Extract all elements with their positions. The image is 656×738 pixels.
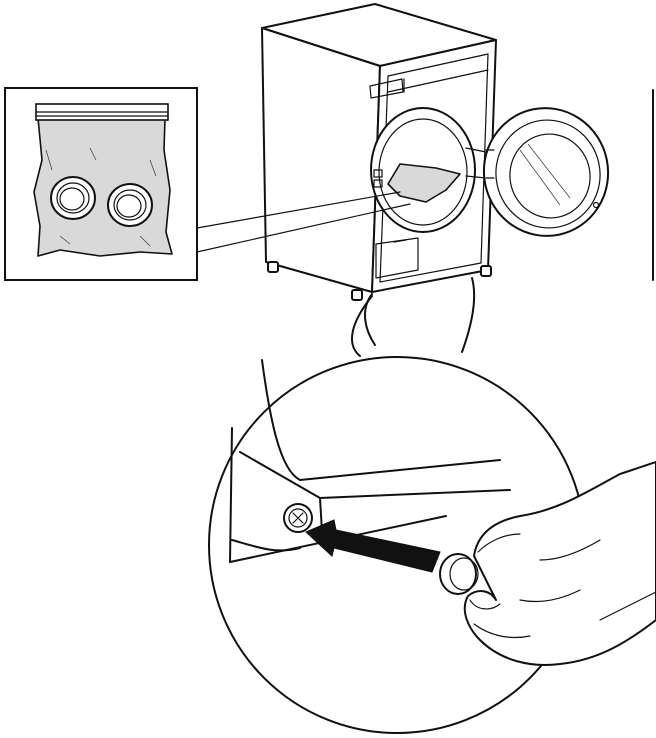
washing-machine [262,4,496,300]
plastic-bag-icon [34,104,172,256]
zoom-detail [209,278,656,733]
plug-cap-icon [51,177,95,219]
plug-cap-icon [108,184,152,226]
bag-inset [5,88,197,280]
